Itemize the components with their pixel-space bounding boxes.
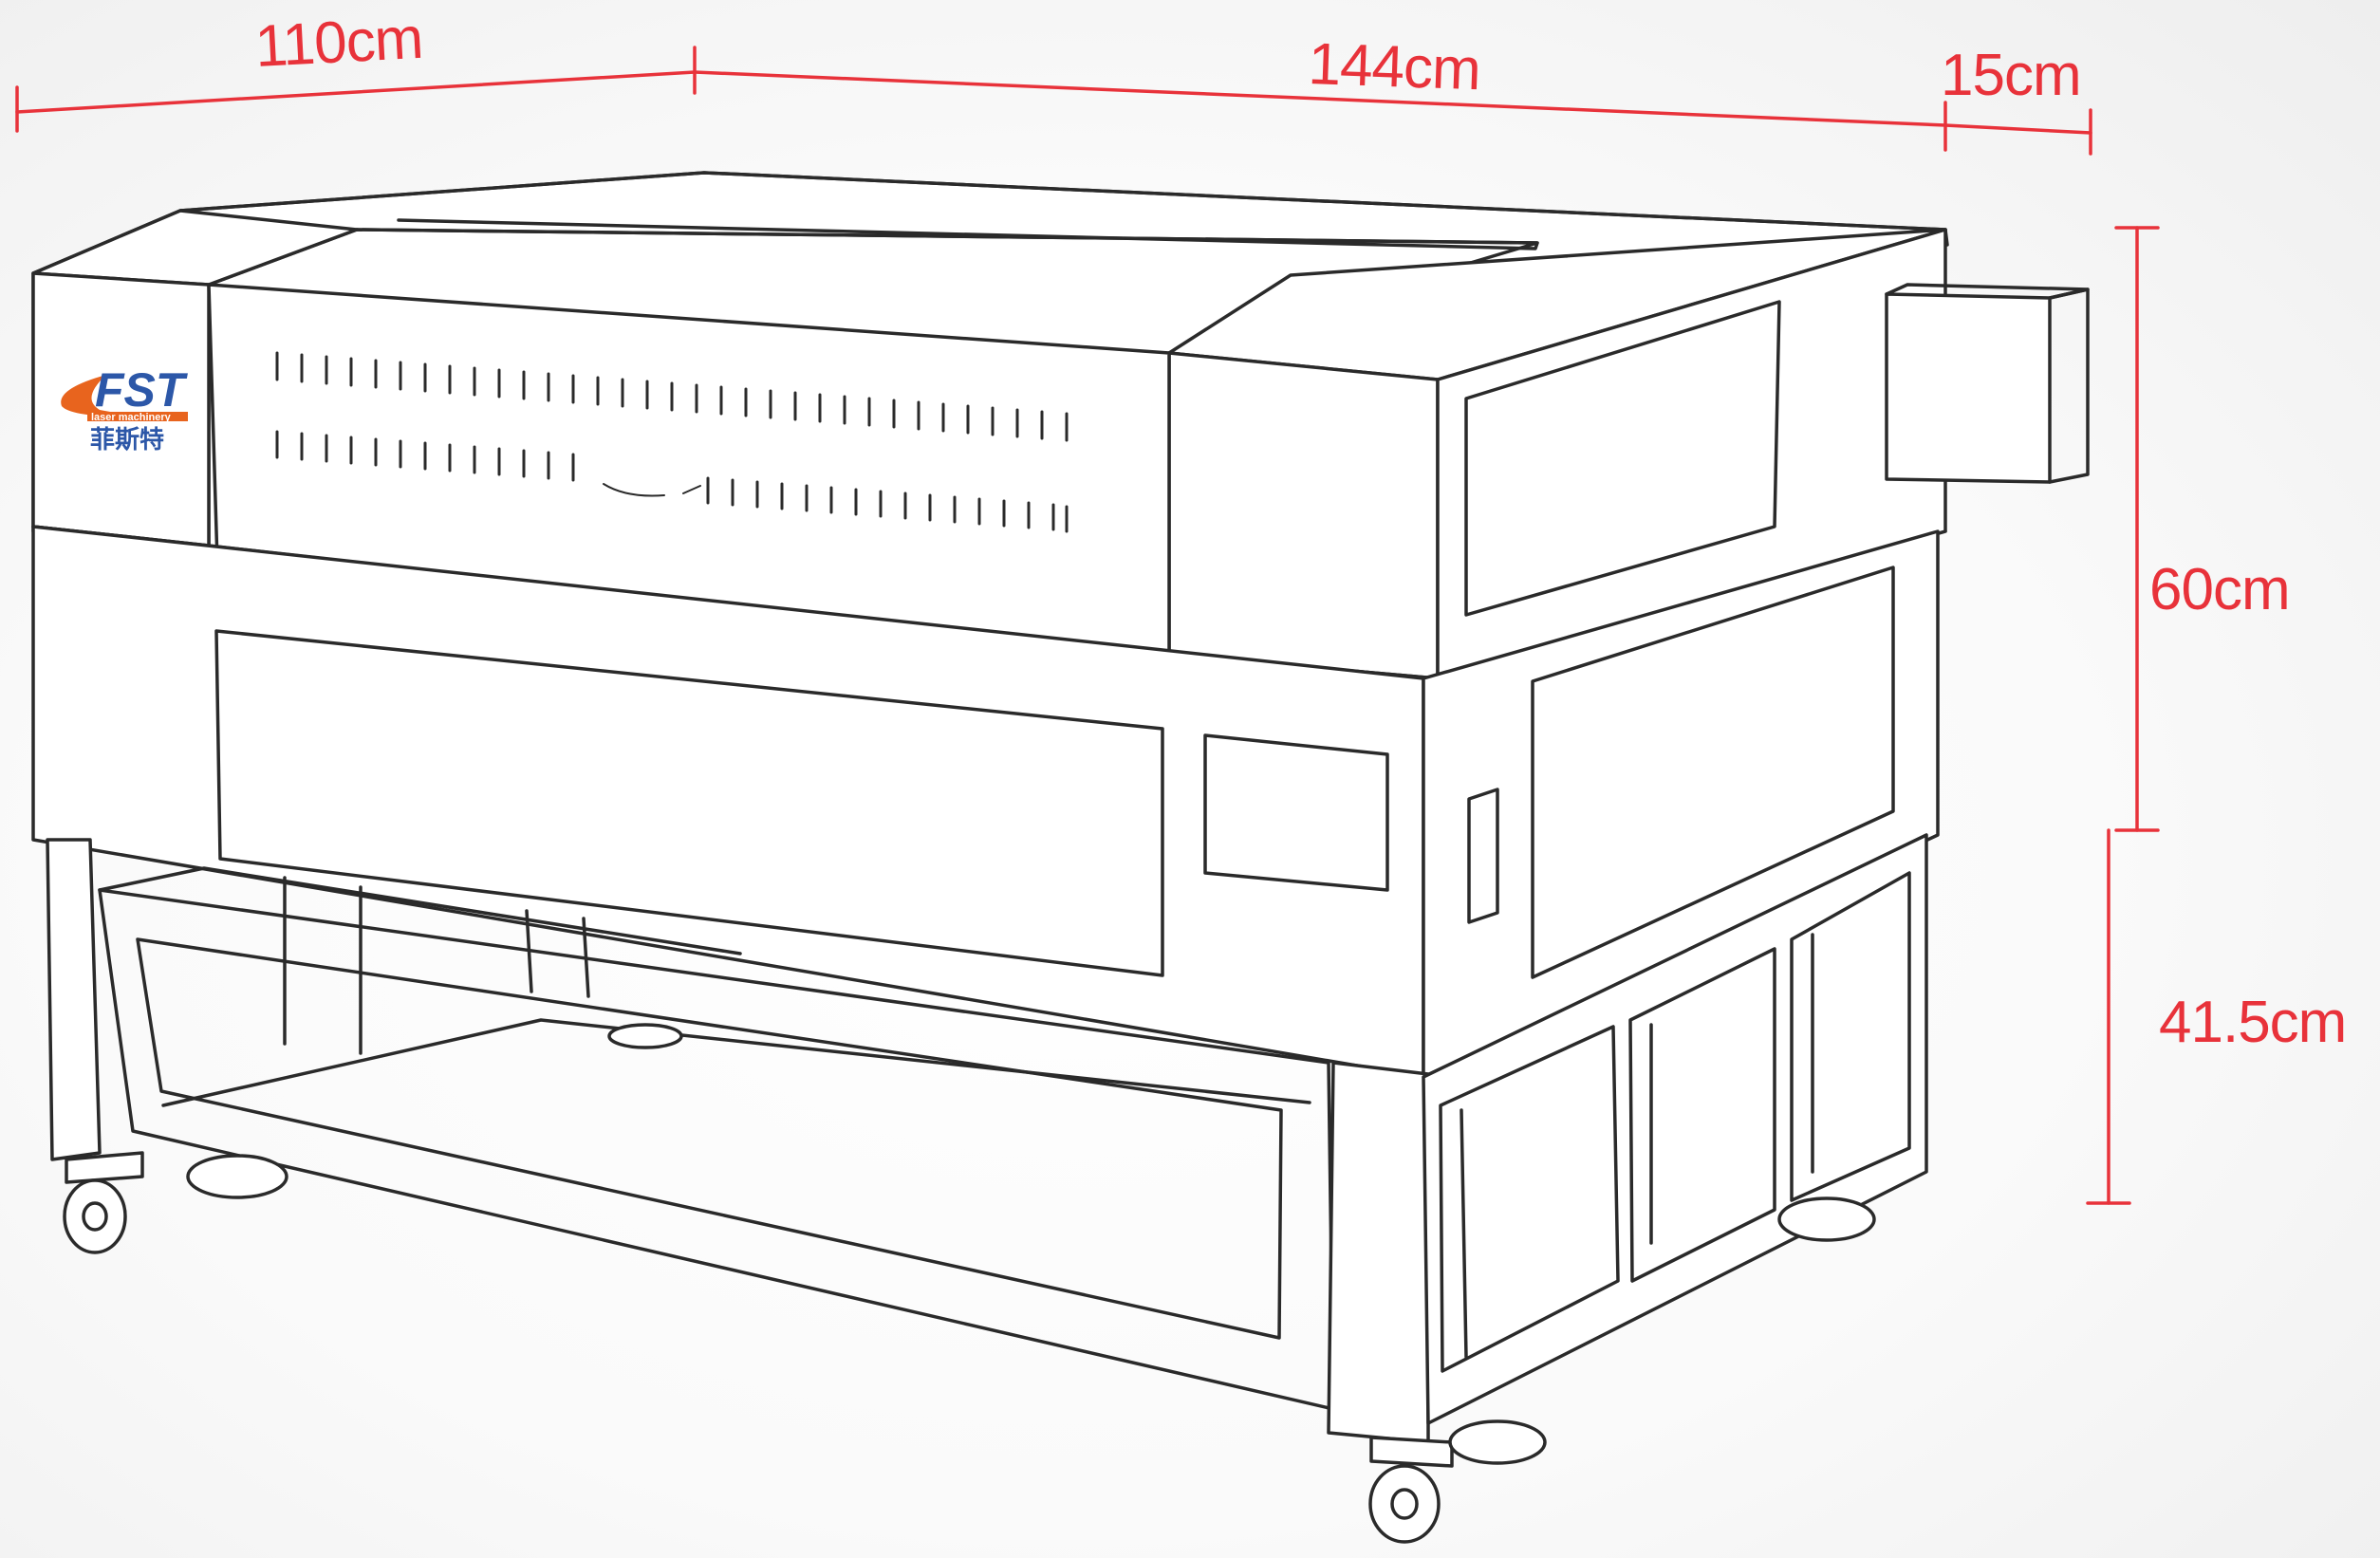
frame-side-bay-2 [1628,947,1776,1283]
exhaust-box-front [1885,292,2052,484]
frame-side [1422,833,1928,1425]
frame-side-bay-1 [1439,1025,1620,1373]
upper-height-label: 60cm [2149,557,2290,622]
logo-tagline-text: laser machinery [91,412,172,423]
width-label: 144cm [1308,31,1481,102]
logo-brand-text: FST [95,363,189,417]
machine-outline [31,171,2090,1544]
lid-top-ridge [178,171,1947,232]
frame-inner-rails [98,866,1311,1107]
logo-chinese-text: 菲斯特 [90,425,164,454]
frame-right-front-leg [1327,1061,1430,1444]
depth-label: 110cm [253,6,424,80]
logo-swoosh [61,375,142,417]
brand-logo: FST laser machinery 菲斯特 [61,363,189,454]
depth-dimension-line [15,70,697,114]
caster-mid-right [1448,1419,1547,1465]
caster-rear-right [1777,1196,1876,1242]
dimension-labels: 110cm 144cm 15cm 60cm 41.5cm [253,6,2347,1055]
lower-height-label: 41.5cm [2159,990,2346,1055]
lid-glass-edge [355,218,1539,250]
vent-slots [275,351,1069,533]
exhaust-box-side [2048,287,2090,484]
frame-side-bay-3 [1790,871,1911,1202]
frame-front-window [136,937,1283,1340]
frame-left-leg [46,838,102,1161]
front-drawer-panel [214,629,1164,977]
caster-front-right [1368,1436,1454,1544]
control-panel [1203,733,1389,892]
body-side [1422,529,1940,1079]
width-dimension-line [693,70,1947,127]
foot-mid [607,1023,683,1049]
side-latch [1467,788,1499,924]
side-box-label: 15cm [1941,43,2081,108]
side-box-dimension-line [1943,123,2092,135]
caster-front-left [63,1151,144,1254]
logo-tagline-bar [87,412,188,421]
right-end-front [1167,351,1440,680]
side-door-panel [1531,566,1895,979]
right-end-window [1464,300,1781,617]
frame-side-inner [1460,933,1814,1359]
caster-rear-left [186,1154,288,1199]
dimension-lines [15,46,2160,1205]
